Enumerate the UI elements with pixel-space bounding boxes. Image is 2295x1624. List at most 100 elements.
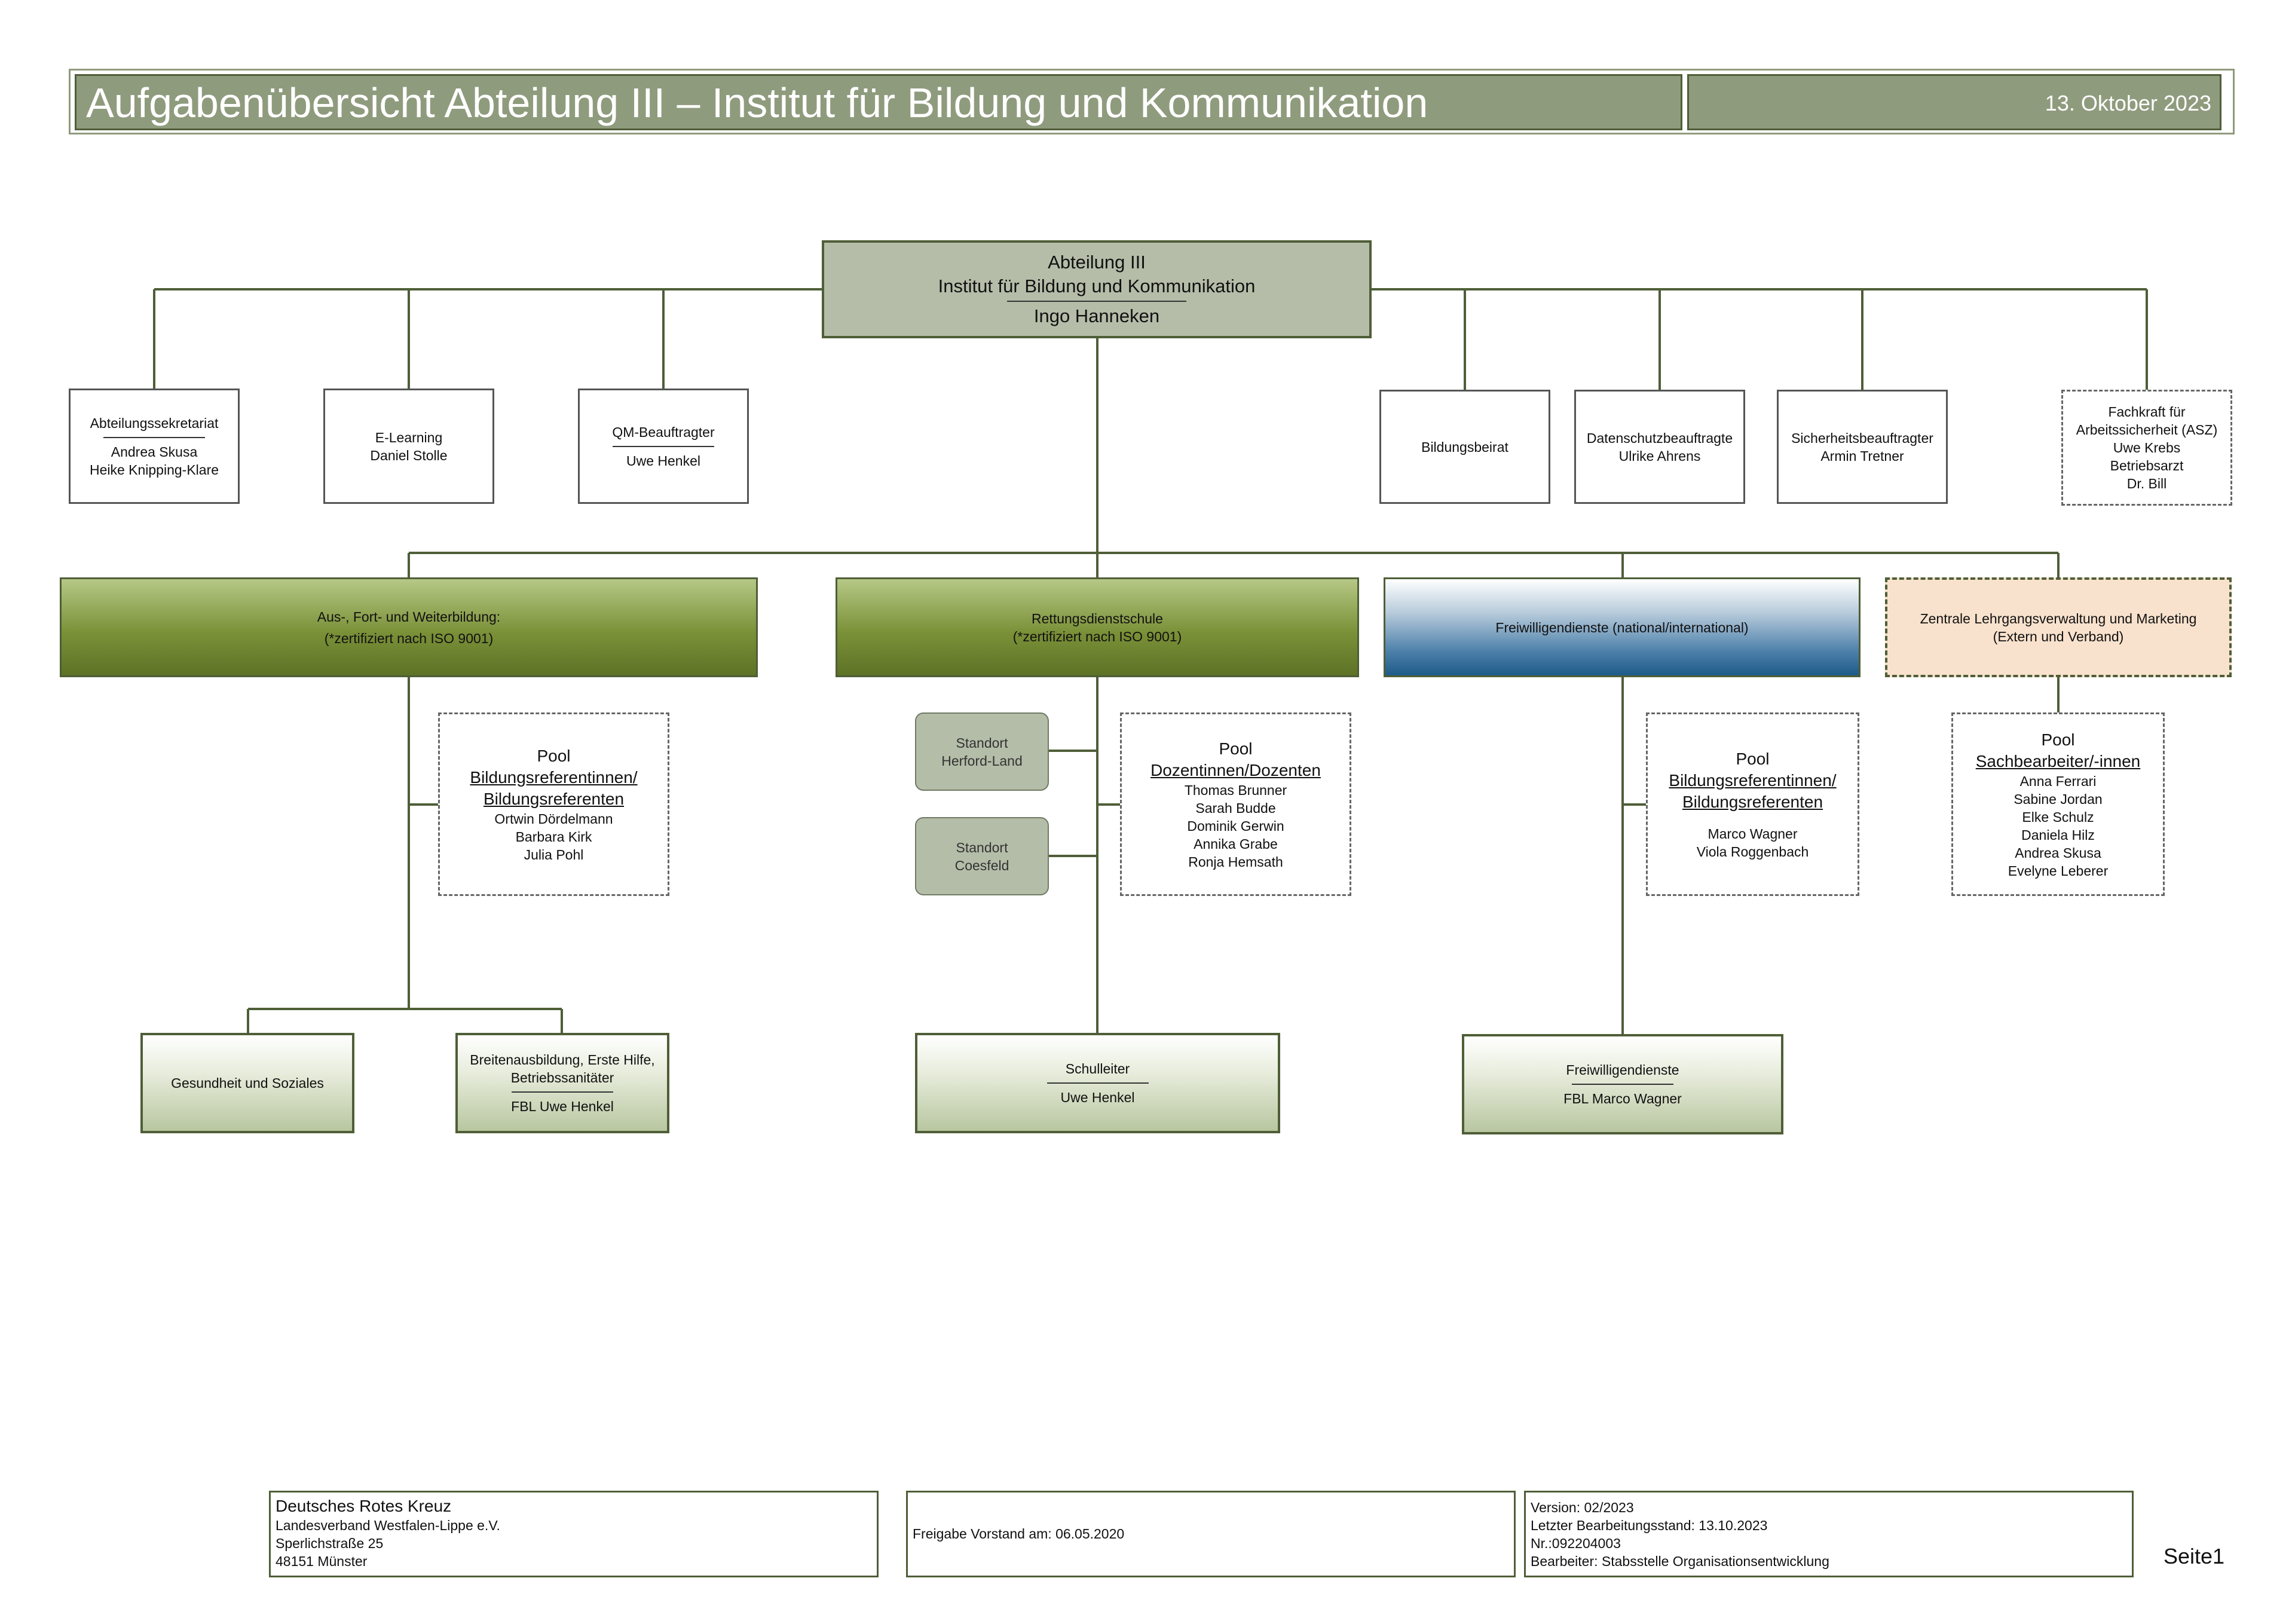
meta-line: Nr.:092204003 <box>1531 1536 1621 1551</box>
staff-elearning: E-Learning Daniel Stolle <box>323 389 494 504</box>
standort-coesfeld: Standort Coesfeld <box>915 817 1049 895</box>
pool-title: Pool <box>1219 739 1253 758</box>
pool-member: Marco Wagner <box>1708 825 1798 842</box>
pool-title: Pool <box>537 746 571 765</box>
standort-name: Coesfeld <box>954 857 1009 873</box>
pool-subtitle: Bildungsreferentinnen/ <box>470 767 638 787</box>
unit-schulleiter: Schulleiter Uwe Henkel <box>915 1033 1280 1133</box>
staff-title: QM-Beauftragter <box>612 424 715 440</box>
dept-note: (Extern und Verband) <box>1993 628 2124 644</box>
staff-name: Ulrike Ahrens <box>1618 448 1701 464</box>
standort-herford: Standort Herford-Land <box>915 712 1049 791</box>
staff-datenschutz: Datenschutzbeauftragte Ulrike Ahrens <box>1574 390 1745 504</box>
dept-title: Zentrale Lehrgangsverwaltung und Marketi… <box>1920 610 2197 626</box>
pool-bildungsreferenten-freiwillig: Pool Bildungsreferentinnen/ Bildungsrefe… <box>1646 712 1859 896</box>
staff-line: Fachkraft für <box>2108 404 2186 420</box>
pool-member: Sabine Jordan <box>2014 791 2103 807</box>
staff-title: Abteilungssekretariat <box>90 415 219 431</box>
dept-title: Aus-, Fort- und Weiterbildung: <box>317 608 501 625</box>
pool-member: Ronja Hemsath <box>1188 854 1283 870</box>
footer-meta-box: Version: 02/2023 Letzter Bearbeitungssta… <box>1524 1491 2134 1577</box>
staff-title: Bildungsbeirat <box>1421 439 1508 455</box>
page-title: Aufgabenübersicht Abteilung III – Instit… <box>86 79 1428 126</box>
dept-note: (*zertifiziert nach ISO 9001) <box>1012 628 1182 644</box>
pool-member: Daniela Hilz <box>2021 827 2095 843</box>
separator <box>1046 1082 1149 1084</box>
unit-title: Freiwilligendienste <box>1566 1062 1679 1078</box>
staff-name: Armin Tretner <box>1820 448 1904 464</box>
unit-gesundheit: Gesundheit und Soziales <box>140 1033 354 1133</box>
org-name: Deutsches Rotes Kreuz <box>276 1497 452 1515</box>
staff-name: Uwe Henkel <box>626 452 700 469</box>
pool-bildungsreferenten-ausbildung: Pool Bildungsreferentinnen/ Bildungsrefe… <box>438 712 669 896</box>
header-frame <box>69 69 2235 134</box>
pool-subtitle: Sachbearbeiter/-innen <box>1975 751 2141 770</box>
unit-title: Schulleiter <box>1065 1061 1130 1076</box>
meta-line: Version: 02/2023 <box>1531 1500 1634 1515</box>
pool-title: Pool <box>2041 730 2075 749</box>
pool-member: Barbara Kirk <box>515 828 592 845</box>
staff-title: Datenschutzbeauftragte <box>1586 430 1733 446</box>
separator <box>1572 1084 1673 1085</box>
org-line: 48151 Münster <box>276 1553 368 1569</box>
separator <box>103 436 205 438</box>
dept-freiwilligendienste: Freiwilligendienste (national/internatio… <box>1384 577 1861 677</box>
pool-member: Evelyne Leberer <box>2008 863 2109 879</box>
standort-label: Standort <box>956 839 1008 855</box>
pool-sachbearbeiter: Pool Sachbearbeiter/-innen Anna Ferrari … <box>1951 712 2165 896</box>
dept-rettungsdienstschule: Rettungsdienstschule (*zertifiziert nach… <box>836 577 1359 677</box>
footer-freigabe-box: Freigabe Vorstand am: 06.05.2020 <box>906 1491 1516 1577</box>
pool-dozenten: Pool Dozentinnen/Dozenten Thomas Brunner… <box>1120 712 1351 896</box>
pool-member: Sarah Budde <box>1195 800 1276 816</box>
standort-label: Standort <box>956 735 1008 751</box>
staff-line: Betriebsarzt <box>2110 458 2184 473</box>
separator <box>1007 301 1186 302</box>
unit-title: Gesundheit und Soziales <box>171 1075 324 1091</box>
pool-member: Ortwin Dördelmann <box>494 811 613 827</box>
dept-title: Rettungsdienstschule <box>1032 610 1163 626</box>
pool-subtitle: Bildungsreferenten <box>1682 792 1823 811</box>
staff-arbeitssicherheit: Fachkraft für Arbeitssicherheit (ASZ) Uw… <box>2061 390 2232 506</box>
unit-title: Breitenausbildung, Erste Hilfe, <box>470 1052 655 1068</box>
unit-title: Betriebssanitäter <box>510 1070 614 1085</box>
freigabe-text: Freigabe Vorstand am: 06.05.2020 <box>913 1526 1125 1542</box>
pool-subtitle: Dozentinnen/Dozenten <box>1150 760 1321 779</box>
staff-line: Dr. Bill <box>2126 476 2167 491</box>
header-title-bar: Aufgabenübersicht Abteilung III – Instit… <box>75 74 1682 130</box>
pool-title: Pool <box>1736 749 1770 768</box>
staff-line: Uwe Krebs <box>2113 440 2181 455</box>
pool-member: Julia Pohl <box>524 846 584 863</box>
staff-name: Daniel Stolle <box>370 447 448 463</box>
org-line: Landesverband Westfalen-Lippe e.V. <box>276 1518 500 1533</box>
unit-freiwilligendienste: Freiwilligendienste FBL Marco Wagner <box>1462 1034 1783 1134</box>
separator <box>613 445 714 447</box>
staff-line: Arbeitssicherheit (ASZ) <box>2076 422 2218 438</box>
pool-member: Viola Roggenbach <box>1696 843 1809 860</box>
staff-title: Sicherheitsbeauftragter <box>1791 430 1933 446</box>
department-head-box: Abteilung III Institut für Bildung und K… <box>822 240 1372 338</box>
dept-title: Freiwilligendienste (national/internatio… <box>1495 619 1749 635</box>
dept-note: (*zertifiziert nach ISO 9001) <box>324 630 494 646</box>
pool-member: Annika Grabe <box>1194 836 1278 852</box>
staff-qm: QM-Beauftragter Uwe Henkel <box>578 389 749 504</box>
unit-lead: FBL Marco Wagner <box>1563 1091 1682 1106</box>
pool-member: Dominik Gerwin <box>1187 818 1284 834</box>
separator <box>512 1091 613 1093</box>
staff-name: Andrea Skusa <box>111 444 198 460</box>
dept-ausbildung: Aus-, Fort- und Weiterbildung: (*zertifi… <box>60 577 758 677</box>
pool-member: Thomas Brunner <box>1184 782 1287 798</box>
pool-subtitle: Bildungsreferenten <box>483 789 625 808</box>
institute-name: Institut für Bildung und Kommunikation <box>938 276 1256 296</box>
pool-member: Elke Schulz <box>2022 809 2094 825</box>
staff-sicherheit: Sicherheitsbeauftragter Armin Tretner <box>1777 390 1948 504</box>
dept-zentrale: Zentrale Lehrgangsverwaltung und Marketi… <box>1885 577 2232 677</box>
meta-line: Bearbeiter: Stabsstelle Organisationsent… <box>1531 1553 1829 1569</box>
unit-breitenausbildung: Breitenausbildung, Erste Hilfe, Betriebs… <box>455 1033 669 1133</box>
unit-lead: Uwe Henkel <box>1060 1090 1135 1105</box>
footer-org-box: Deutsches Rotes Kreuz Landesverband West… <box>269 1491 879 1577</box>
head-name: Ingo Hanneken <box>1033 305 1160 326</box>
pool-member: Andrea Skusa <box>2015 845 2101 861</box>
unit-lead: FBL Uwe Henkel <box>511 1099 614 1114</box>
header-date: 13. Oktober 2023 <box>2045 91 2211 115</box>
